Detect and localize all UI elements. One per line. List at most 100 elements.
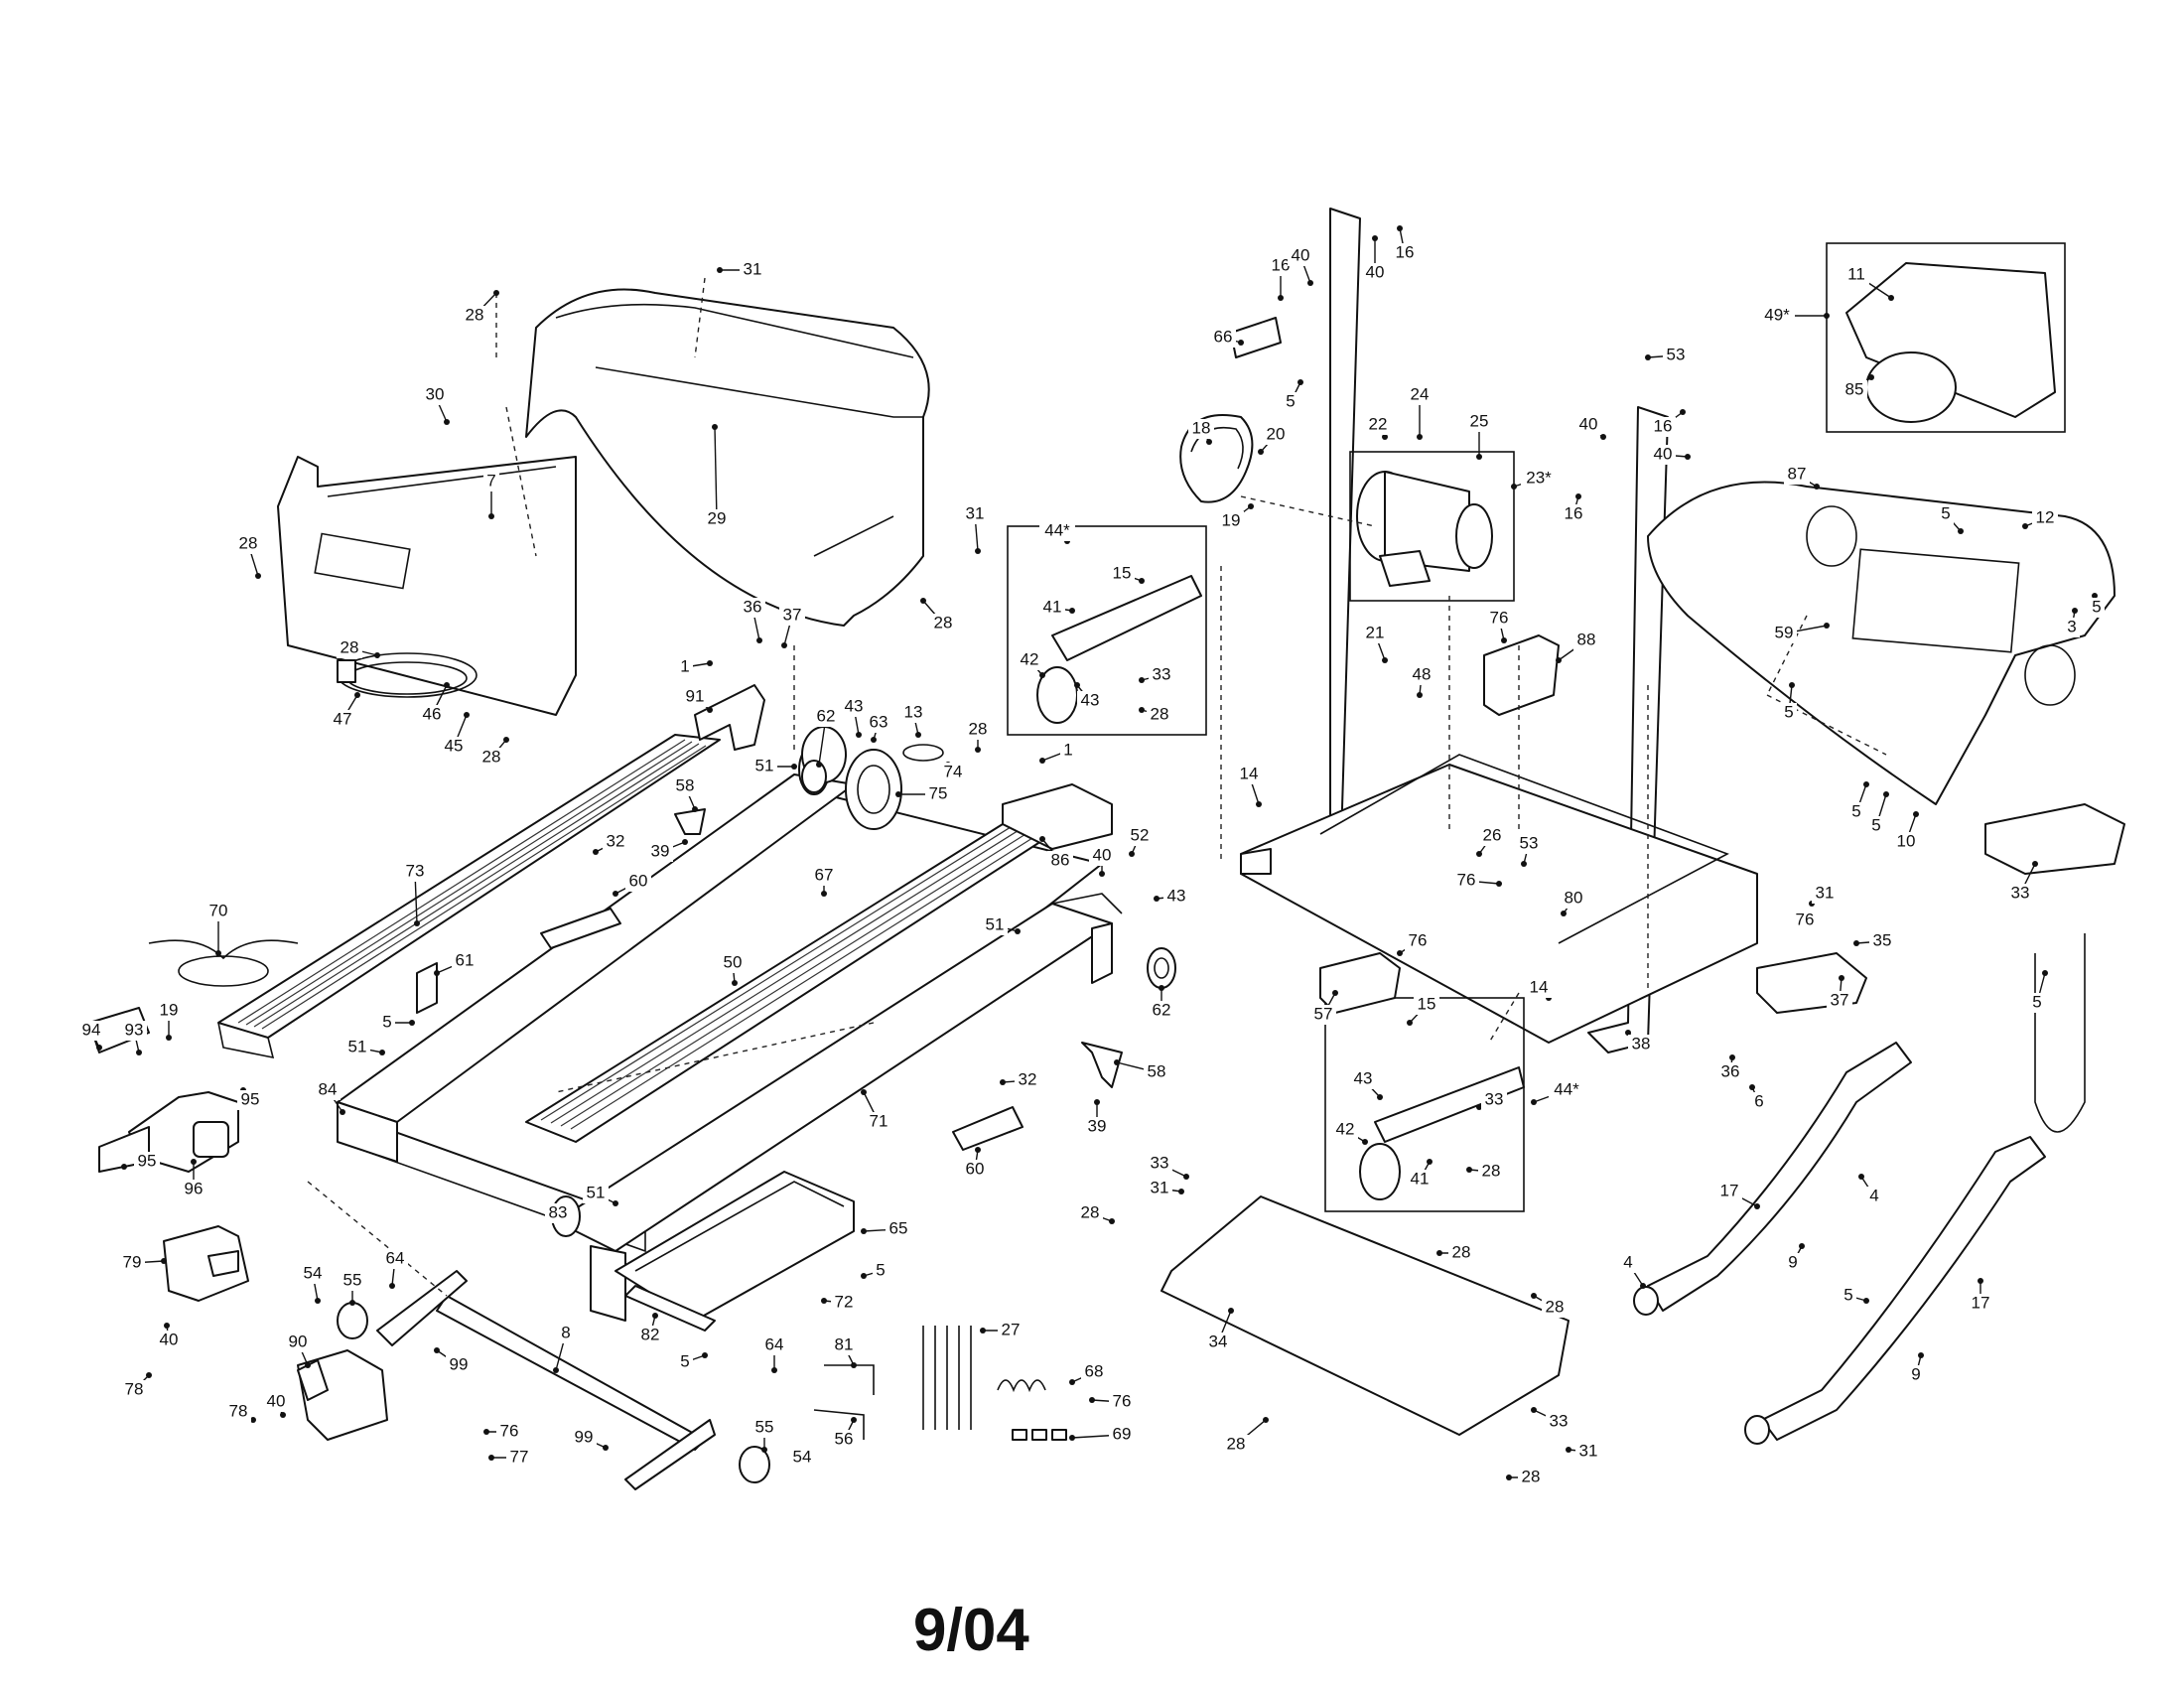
callout-label: 28 xyxy=(341,637,359,656)
callout-label-background xyxy=(402,862,428,882)
callout-label: 95 xyxy=(138,1151,157,1170)
callout-label: 76 xyxy=(500,1421,519,1440)
fastener-marker xyxy=(1978,1278,1983,1284)
callout-label: 76 xyxy=(1457,870,1476,889)
callout-part-34: 34 xyxy=(1205,1308,1234,1352)
fastener-marker xyxy=(1754,1203,1760,1209)
callout-label-background xyxy=(1407,1170,1433,1190)
fastener-marker xyxy=(349,1300,355,1306)
callout-label: 40 xyxy=(160,1330,179,1348)
fastener-marker xyxy=(1799,1243,1805,1249)
fastener-marker xyxy=(1511,484,1517,490)
callout-label-background xyxy=(1516,834,1542,854)
fastener-marker xyxy=(707,707,713,713)
callout-label-background xyxy=(779,606,805,626)
callout-label-background xyxy=(625,872,651,892)
callout-label: 35 xyxy=(1873,930,1892,949)
callout-label: 51 xyxy=(755,756,774,774)
callout-label: 82 xyxy=(641,1325,660,1343)
callout-label-background xyxy=(1205,1333,1231,1352)
callout-label-background xyxy=(1310,1005,1336,1025)
callout-label-background xyxy=(121,1021,147,1041)
callout-part-99: 99 xyxy=(571,1427,609,1451)
callout-part-32: 32 xyxy=(1000,1069,1040,1090)
fastener-marker xyxy=(444,419,450,425)
fastener-marker xyxy=(1015,928,1021,934)
fastener-marker xyxy=(379,1050,385,1055)
callout-part-28: 28 xyxy=(1466,1161,1504,1182)
callout-part-54: 54 xyxy=(300,1263,326,1304)
callout-part-14: 14 xyxy=(1526,977,1552,1001)
callout-part-68: 68 xyxy=(1069,1361,1107,1385)
fastener-marker xyxy=(1109,1218,1115,1224)
callout-label: 67 xyxy=(815,865,834,884)
callout-part-76: 76 xyxy=(1453,870,1502,891)
callout-label: 64 xyxy=(765,1334,784,1353)
fastener-marker xyxy=(1139,578,1145,584)
callout-label: 61 xyxy=(456,950,475,969)
callout-part-28: 28 xyxy=(1223,1417,1269,1455)
fastener-marker xyxy=(1496,881,1502,887)
callout-part-44-star: 44* xyxy=(1531,1079,1584,1105)
fastener-marker xyxy=(1139,677,1145,683)
callout-label: 5 xyxy=(1784,702,1793,721)
callout-part-42: 42 xyxy=(1017,649,1045,678)
callout-part-19: 19 xyxy=(156,1000,182,1041)
callout-label-background xyxy=(1407,385,1433,405)
callout-part-28: 28 xyxy=(1506,1467,1544,1487)
callout-label-background xyxy=(1479,826,1505,846)
fastener-marker xyxy=(851,1417,857,1423)
fastener-marker xyxy=(250,1417,256,1423)
callout-part-37: 37 xyxy=(779,605,805,648)
callout-part-95: 95 xyxy=(237,1087,263,1110)
callout-label: 65 xyxy=(889,1218,908,1237)
callout-label-background xyxy=(121,1380,147,1400)
callout-part-43: 43 xyxy=(1154,886,1189,907)
fastener-marker xyxy=(593,849,599,855)
callout-label: 11 xyxy=(1847,264,1865,283)
callout-label: 49* xyxy=(1764,305,1790,324)
fastener-marker xyxy=(851,1362,857,1368)
callout-part-85: 85 xyxy=(1842,374,1874,400)
fastener-marker xyxy=(1089,1397,1095,1403)
callout-part-42: 42 xyxy=(1332,1119,1368,1145)
callout-part-15: 15 xyxy=(1109,563,1145,584)
fastener-marker xyxy=(1159,985,1164,991)
fastener-marker xyxy=(861,1089,867,1095)
fastener-marker xyxy=(1506,1474,1512,1480)
callout-part-49-star: 49* xyxy=(1759,305,1830,326)
fastener-marker xyxy=(1397,950,1403,956)
callout-label: 45 xyxy=(445,736,464,755)
fastener-marker xyxy=(1039,672,1045,678)
callout-label: 87 xyxy=(1788,464,1807,483)
callout-label-background xyxy=(422,385,448,405)
callout-part-5: 5 xyxy=(2029,970,2048,1013)
fastener-marker xyxy=(434,1347,440,1353)
fastener-marker xyxy=(1069,1435,1075,1441)
callout-label: 60 xyxy=(966,1159,985,1178)
fastener-marker xyxy=(1382,657,1388,663)
callout-part-19: 19 xyxy=(1218,503,1254,531)
fastener-marker xyxy=(161,1258,167,1264)
fastener-marker xyxy=(1863,781,1869,787)
callout-part-28: 28 xyxy=(920,598,956,633)
callout-label: 36 xyxy=(744,597,762,616)
callout-label: 31 xyxy=(1816,883,1835,902)
callout-label: 32 xyxy=(1019,1069,1037,1088)
callout-part-33: 33 xyxy=(1147,1153,1189,1180)
fastener-marker xyxy=(1139,707,1145,713)
callout-label-background xyxy=(900,703,926,723)
callout-label: 10 xyxy=(1897,831,1916,850)
callout-label: 1 xyxy=(1063,740,1072,759)
callout-label: 60 xyxy=(629,871,648,890)
callout-label-background xyxy=(831,1430,857,1450)
callout-label: 76 xyxy=(1409,930,1428,949)
callout-label-background xyxy=(1362,624,1388,643)
fastener-marker xyxy=(2092,593,2098,599)
callout-part-64: 64 xyxy=(761,1334,787,1373)
fastener-marker xyxy=(1382,434,1388,440)
callout-label-background xyxy=(1365,415,1391,435)
fastener-marker xyxy=(1824,623,1830,629)
fastener-marker xyxy=(493,290,499,296)
